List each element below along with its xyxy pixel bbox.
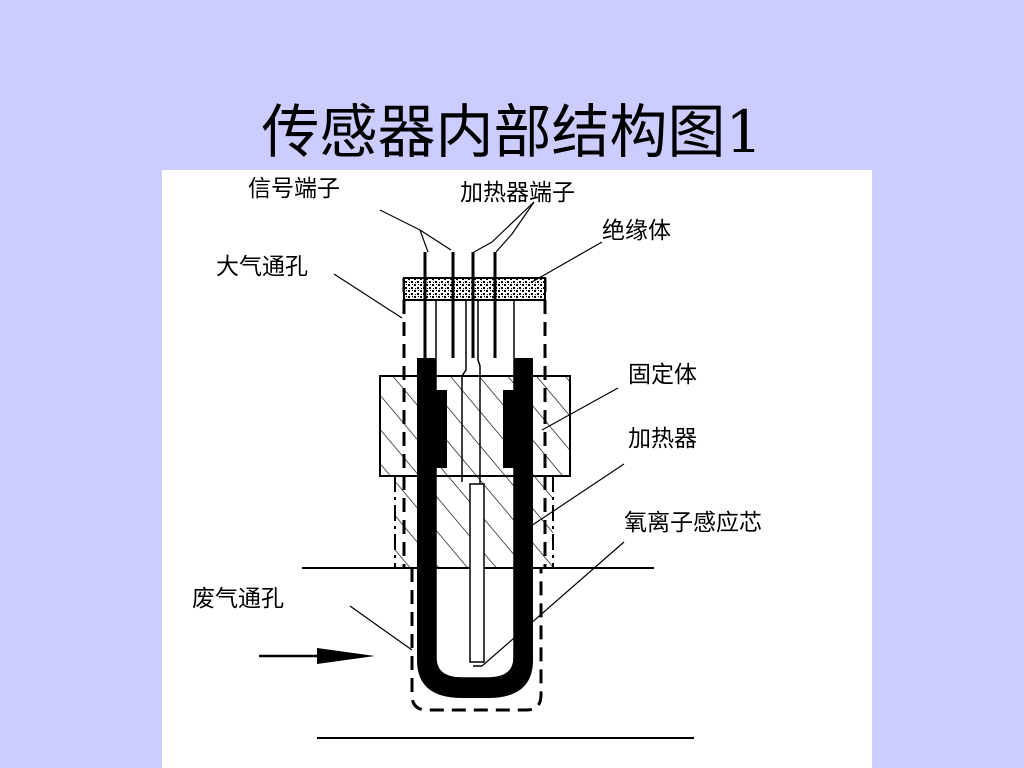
label-oxygen-ion-sensor-core: 氧离子感应芯	[624, 510, 762, 536]
label-heater: 加热器	[628, 426, 697, 452]
label-exhaust-vent: 废气通孔	[192, 586, 284, 612]
leader-lines	[333, 201, 625, 667]
label-insulator: 绝缘体	[602, 218, 671, 244]
label-heater-terminal: 加热器端子	[460, 180, 575, 206]
label-fixing-body: 固定体	[628, 362, 697, 388]
fixing-body-block	[379, 375, 571, 477]
label-signal-terminal: 信号端子	[248, 176, 340, 202]
terminal-wires	[423, 252, 497, 358]
label-atmosphere-vent: 大气通孔	[216, 254, 308, 280]
sensor-structure-diagram: 信号端子 加热器端子 绝缘体 大气通孔 固定体 加热器 氧离子感应芯 废气通孔	[162, 170, 872, 768]
outer-shield-dashed	[410, 568, 543, 712]
heater-rod	[461, 300, 485, 667]
exhaust-flow-arrow	[259, 648, 375, 664]
slide-title: 传感器内部结构图1	[261, 98, 763, 166]
